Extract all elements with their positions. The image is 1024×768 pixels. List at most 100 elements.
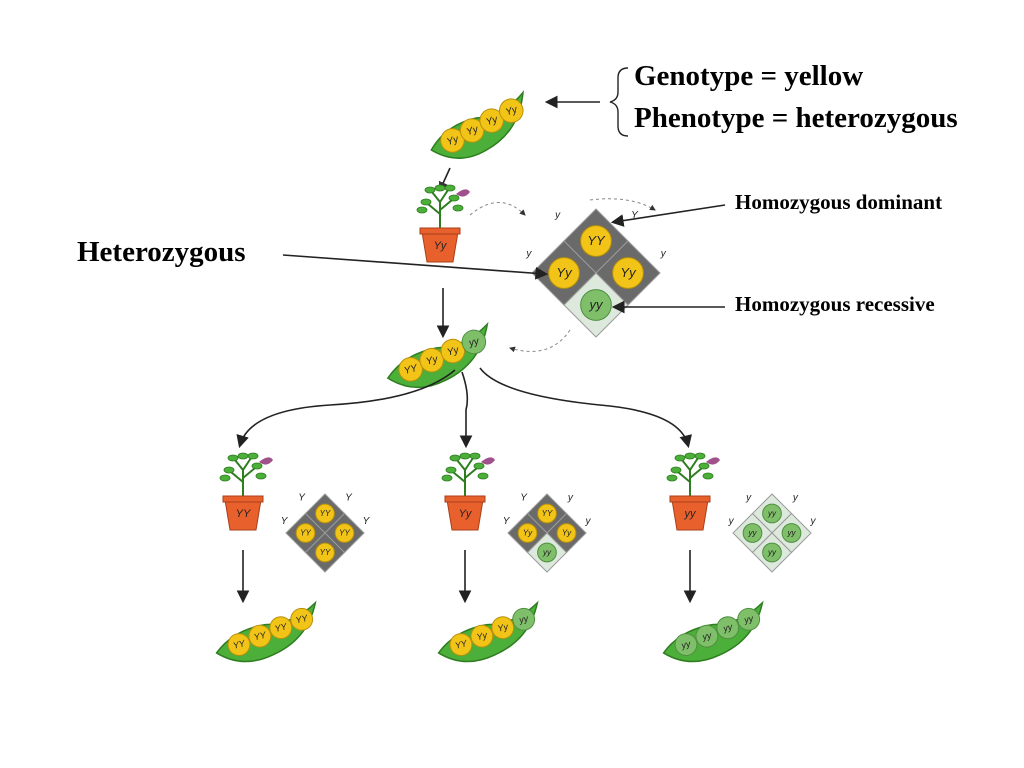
seed: Yy	[479, 108, 504, 133]
seed: Yy	[556, 523, 577, 543]
seed: yy	[716, 616, 740, 640]
pointer-heterozygous	[282, 254, 549, 280]
plant-stem	[230, 457, 256, 500]
plant-stem	[427, 189, 453, 232]
leaf	[237, 452, 249, 460]
flower	[706, 457, 720, 465]
phenotype-label: Phenotype = heterozygous	[634, 102, 958, 134]
seed-circle	[248, 624, 272, 648]
seed-circle	[517, 523, 538, 543]
seed-circle	[695, 624, 719, 648]
leaf	[416, 206, 428, 214]
leaf	[449, 454, 461, 462]
seed: YY	[290, 607, 314, 631]
seed-circle	[315, 542, 335, 563]
genotype-label: Genotype = yellow	[634, 60, 864, 92]
leaf	[441, 474, 453, 482]
seed-genotype-label: Yy	[496, 621, 509, 633]
leaf	[452, 204, 464, 212]
seed: YY	[580, 225, 612, 257]
seed-genotype-label: Yy	[425, 354, 440, 368]
pot-genotype-label: Yy	[434, 240, 448, 252]
seed-genotype-label: YY	[587, 233, 606, 248]
seed-circle	[762, 503, 782, 524]
brace	[609, 67, 629, 137]
flower	[259, 457, 273, 465]
seed-circle	[512, 607, 536, 631]
seed: yy	[512, 607, 536, 631]
seed: YY	[315, 542, 335, 563]
seed: Yy	[517, 523, 538, 543]
leaf	[670, 466, 682, 474]
pot-genotype-label: Yy	[459, 508, 473, 520]
leaf	[473, 462, 485, 470]
seed: YY	[537, 503, 557, 524]
seed-circle	[295, 523, 316, 543]
seed-genotype-label: YY	[320, 509, 331, 518]
allele-label: y	[809, 516, 816, 527]
seed-genotype-label: yy	[748, 529, 758, 538]
seed-circle	[315, 503, 335, 524]
seed-circle	[781, 523, 802, 543]
seed-genotype-label: yy	[742, 613, 755, 625]
allele-label: Y	[345, 493, 353, 504]
seed-genotype-label: Yy	[446, 345, 461, 359]
pot-rim	[419, 227, 461, 235]
leaf	[247, 452, 259, 460]
seed: YY	[248, 624, 272, 648]
seed-genotype-label: YY	[339, 529, 350, 538]
seed: Yy	[491, 616, 515, 640]
allele-label: Y	[281, 516, 289, 527]
seed: yy	[674, 633, 698, 656]
seed-circle	[491, 616, 515, 640]
seed-circle	[742, 523, 763, 543]
offspring-plant: YY	[219, 452, 273, 531]
seed-circle	[269, 616, 293, 640]
allele-label: Y	[631, 210, 639, 221]
seed-genotype-label: Yy	[465, 124, 480, 138]
seed-genotype-label: yy	[542, 548, 552, 557]
pot-rim	[444, 495, 486, 503]
seed-genotype-label: YY	[295, 613, 310, 626]
seed-genotype-label: yy	[767, 548, 777, 557]
allele-label: y	[554, 210, 561, 221]
seed-circle	[737, 607, 761, 631]
dashed-arrow-punnett-to-pod	[509, 329, 571, 353]
branch-arrow-right	[479, 367, 692, 449]
seed-circle	[334, 523, 355, 543]
seed-genotype-label: YY	[454, 638, 469, 651]
seed-genotype-label: YY	[300, 529, 311, 538]
pointer-homozygous-dominant	[610, 204, 726, 227]
seed-genotype-label: Yy	[556, 265, 573, 280]
allele-label: y	[792, 493, 799, 504]
seed-circle	[612, 257, 644, 289]
seed-genotype-label: Yy	[620, 265, 637, 280]
dashed-arrow-top	[589, 198, 656, 211]
leaf	[448, 194, 460, 202]
homozygous-recessive-label: Homozygous recessive	[735, 292, 935, 316]
homozygous-dominant-label: Homozygous dominant	[735, 190, 943, 214]
parent-plant: Yy	[416, 184, 470, 263]
seed-genotype-label: Yy	[562, 529, 572, 538]
seed-genotype-label: Yy	[504, 104, 519, 118]
seed-genotype-label: YY	[253, 629, 268, 642]
leaf	[434, 184, 446, 192]
allele-label: Y	[520, 493, 528, 504]
seed-genotype-label: Yy	[523, 529, 533, 538]
seed-genotype-label: yy	[517, 613, 530, 625]
leaf	[227, 454, 239, 462]
seed: yy	[461, 329, 487, 355]
seed: Yy	[612, 257, 644, 289]
leaf	[674, 454, 686, 462]
leaf	[420, 198, 432, 206]
seed: YY	[227, 633, 251, 656]
leaf	[694, 452, 706, 460]
allele-label: Y	[363, 516, 371, 527]
seed: YY	[334, 523, 355, 543]
offspring-plant: Yy	[441, 452, 495, 531]
leaf	[424, 186, 436, 194]
seed-circle	[556, 523, 577, 543]
